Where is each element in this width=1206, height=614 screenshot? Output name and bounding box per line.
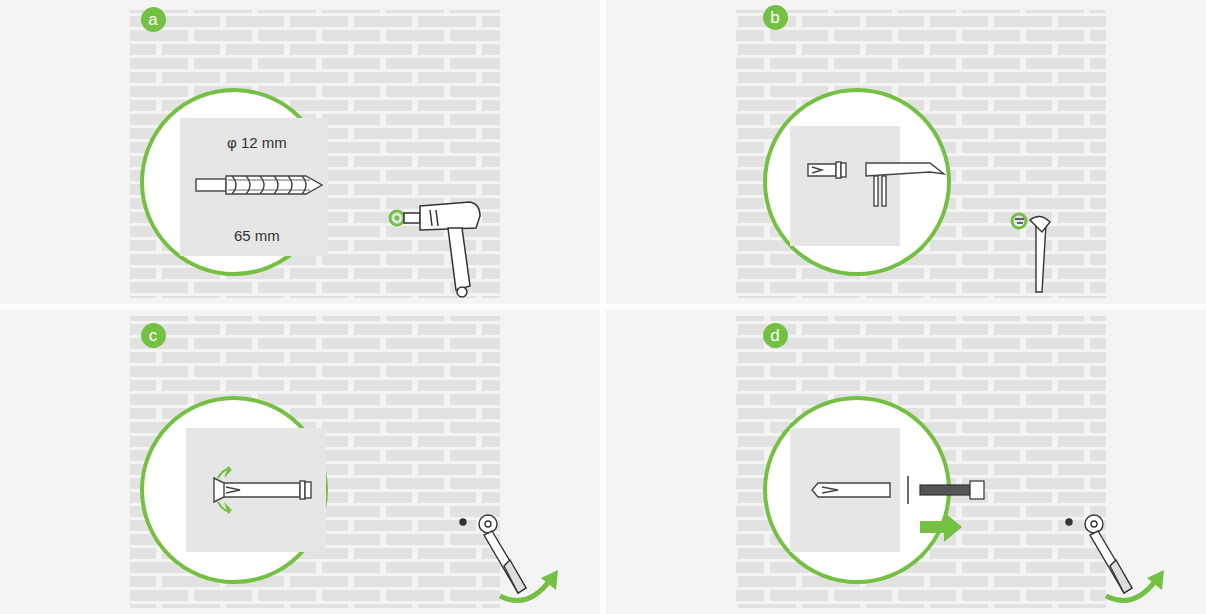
- dimension-label: φ 12 mm: [227, 135, 287, 152]
- step-badge: b: [763, 5, 788, 30]
- step-letter: c: [149, 327, 158, 344]
- step-badge: d: [763, 323, 788, 348]
- step-letter: a: [148, 11, 157, 28]
- step-badge: a: [141, 7, 166, 32]
- step-letter: b: [770, 9, 779, 26]
- dimension-label: 65 mm: [234, 228, 280, 245]
- step-letter: d: [770, 327, 779, 344]
- step-badge: c: [141, 323, 166, 348]
